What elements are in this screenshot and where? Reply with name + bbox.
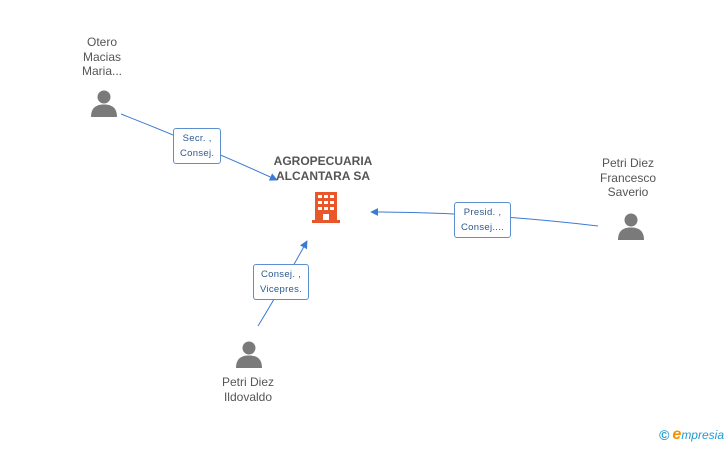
copyright-icon: © — [659, 427, 670, 443]
brand-footer: © e mpresia — [659, 426, 724, 444]
person-icon[interactable] — [234, 339, 264, 369]
person-icon[interactable] — [89, 88, 119, 118]
building-icon[interactable] — [309, 190, 343, 224]
company-name[interactable]: AGROPECUARIA ALCANTARA SA — [273, 154, 373, 183]
person-icon[interactable] — [616, 211, 646, 241]
relation-label-p3[interactable]: Consej. , Vicepres. — [253, 264, 310, 300]
person-name-p3[interactable]: Petri Diez Ildovaldo — [221, 375, 274, 404]
relation-label-p1[interactable]: Secr. , Consej. — [173, 128, 222, 164]
brand-name: mpresia — [681, 428, 724, 442]
relation-label-p2[interactable]: Presid. , Consej.... — [454, 202, 512, 238]
brand-initial: e — [672, 426, 682, 443]
person-name-p2[interactable]: Petri Diez Francesco Saverio — [599, 156, 657, 199]
person-name-p1[interactable]: Otero Macias Maria... — [81, 35, 122, 78]
